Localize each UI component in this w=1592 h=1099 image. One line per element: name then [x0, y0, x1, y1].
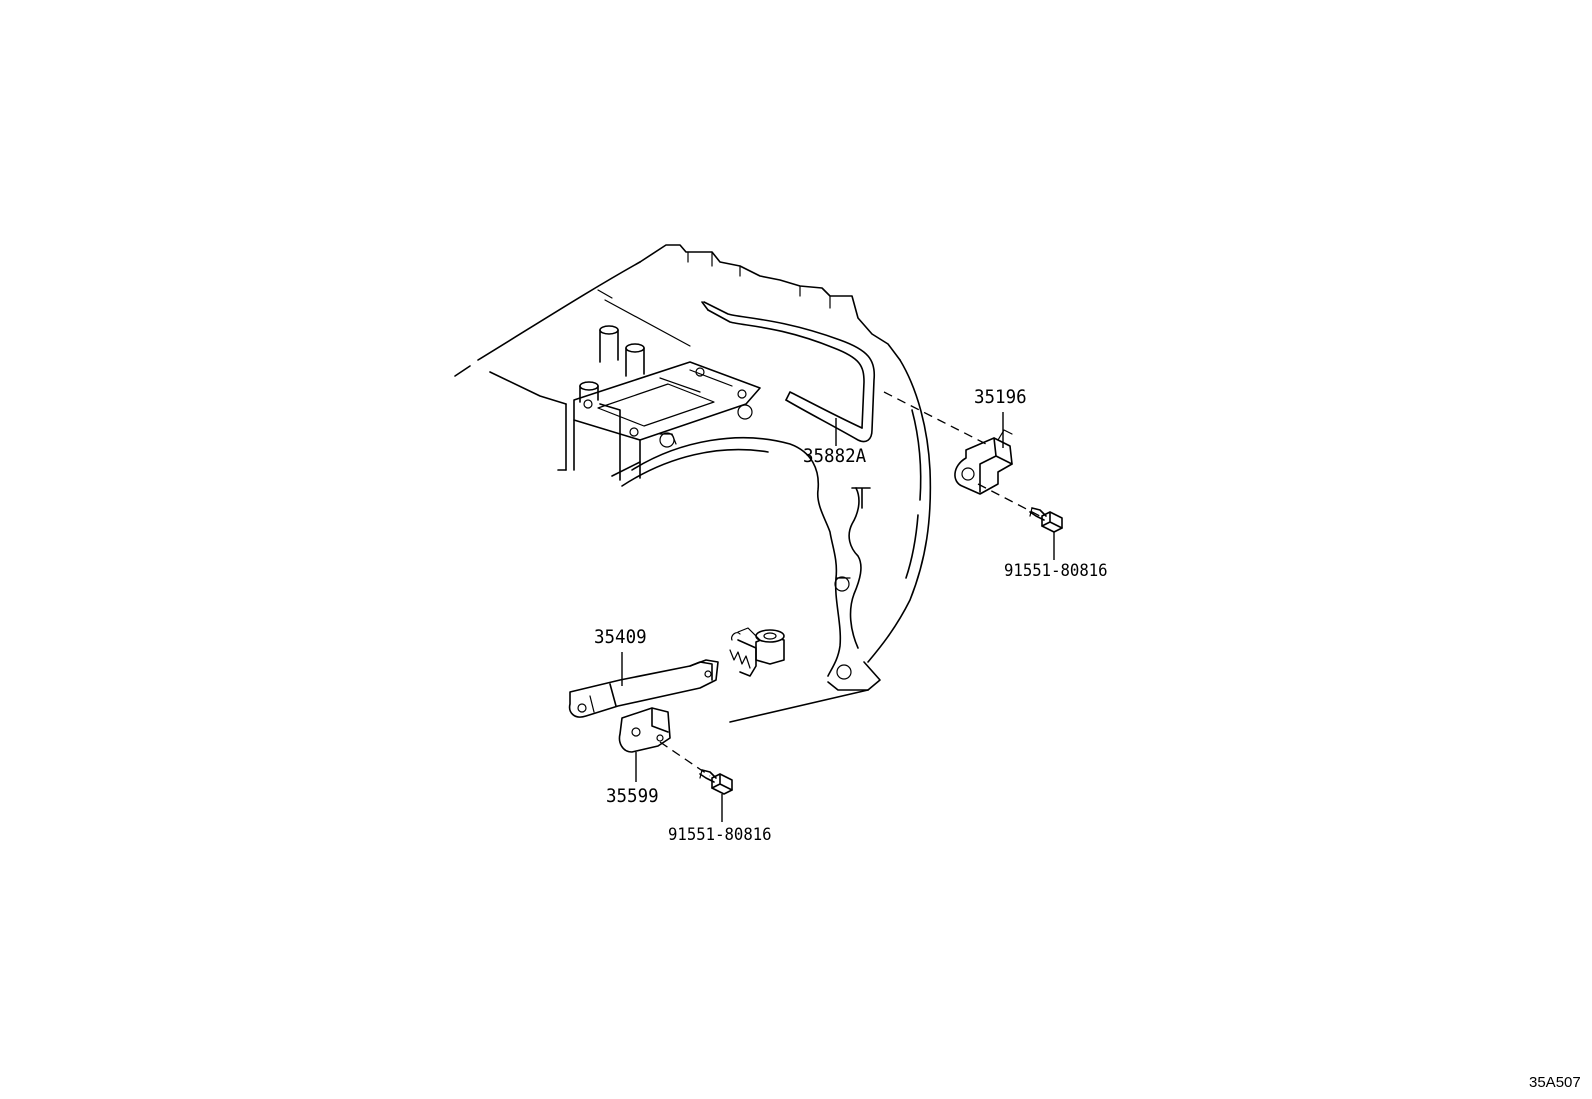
- top-cover-plate: [573, 325, 761, 479]
- assembly-line-upper-2: [977, 483, 1041, 517]
- leader-lines: [621, 412, 1055, 822]
- stud-2: [625, 343, 645, 377]
- release-fork-35409: [568, 659, 719, 718]
- stud-3: [579, 381, 599, 403]
- tube-35882a: [701, 301, 876, 443]
- assembly-line-lower: [659, 741, 711, 777]
- stud-1: [599, 325, 619, 363]
- bracket-35196: [954, 429, 1013, 495]
- clip-35599: [618, 707, 671, 753]
- part-label-35882a[interactable]: 35882A: [803, 445, 867, 467]
- bolt-upper: [1029, 507, 1063, 533]
- housing-flange: [621, 404, 871, 680]
- release-bearing: [729, 627, 785, 677]
- assembly-line-upper-1: [883, 391, 991, 447]
- part-label-91551-80816-lower[interactable]: 91551-80816: [668, 825, 772, 845]
- bolt-lower: [699, 769, 733, 795]
- part-label-35409[interactable]: 35409: [594, 626, 647, 648]
- transmission-housing: [454, 244, 932, 723]
- drawing-code: 35A507: [1529, 1074, 1581, 1091]
- part-label-91551-80816-upper[interactable]: 91551-80816: [1004, 561, 1108, 581]
- part-label-35196[interactable]: 35196: [974, 386, 1027, 408]
- part-label-35599[interactable]: 35599: [606, 785, 659, 807]
